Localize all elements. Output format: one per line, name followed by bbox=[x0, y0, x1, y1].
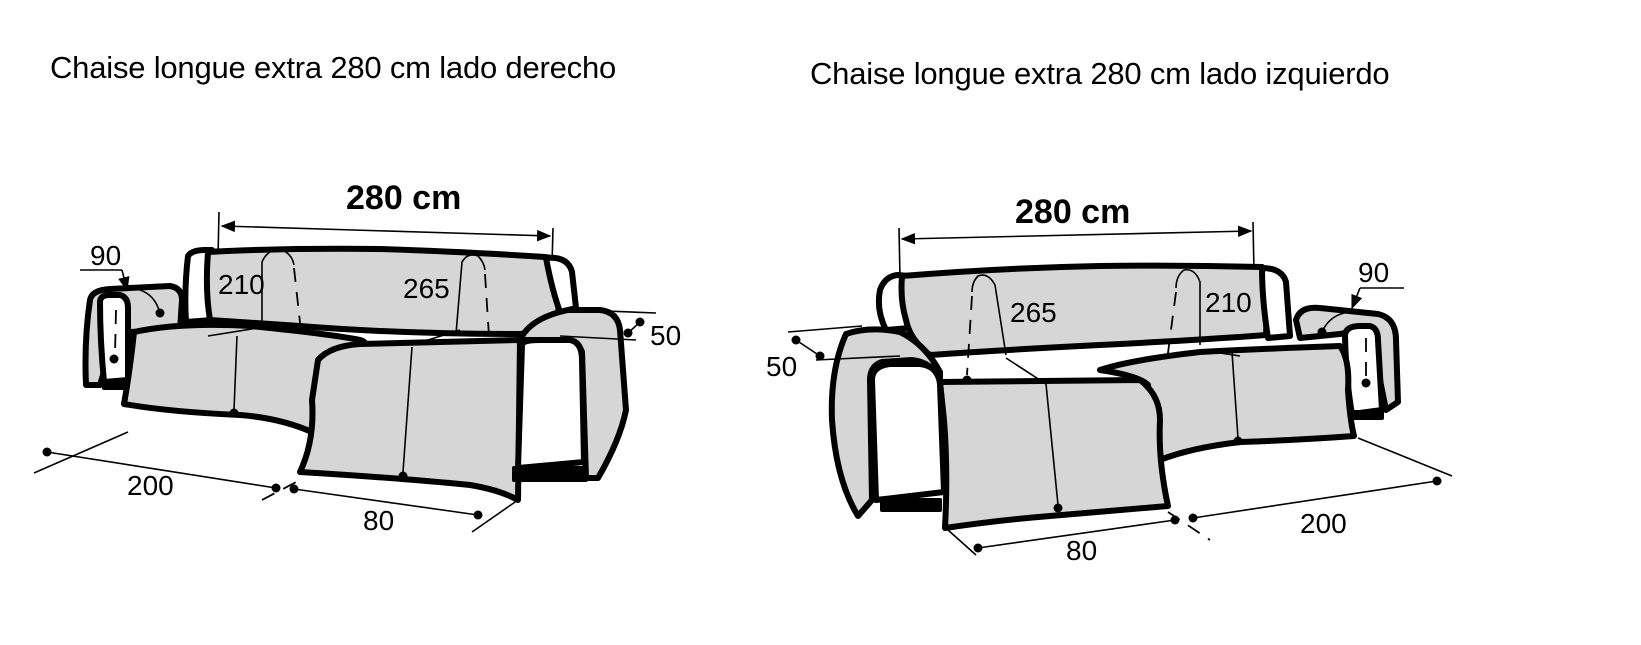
right-seat-length-label: 200 bbox=[1300, 508, 1347, 539]
left-backrest-dash-2 bbox=[484, 273, 491, 353]
left-80-dot-2 bbox=[473, 510, 483, 520]
left-50-ext-2 bbox=[559, 335, 637, 341]
right-chaise-line bbox=[1045, 383, 1059, 506]
right-left-armrest-base bbox=[880, 498, 942, 512]
right-backrest-fold-2 bbox=[1175, 268, 1201, 345]
right-80-ext bbox=[947, 529, 977, 556]
left-chaise-line bbox=[402, 346, 413, 473]
left-sofa-diagram: 280 cm 90 210 265 bbox=[33, 179, 681, 536]
left-armrest-dot bbox=[109, 354, 119, 364]
left-backrest-fold-2 bbox=[455, 254, 486, 335]
right-width-label: 280 cm bbox=[1015, 193, 1130, 231]
left-width-arrow bbox=[220, 220, 552, 242]
left-80-line bbox=[293, 488, 479, 516]
left-200-dot-2 bbox=[271, 483, 281, 493]
right-50-ext-2 bbox=[815, 355, 901, 361]
right-50-ext-1 bbox=[787, 325, 863, 333]
right-width-arrow bbox=[900, 225, 1253, 245]
left-right-armrest-front bbox=[515, 337, 587, 471]
right-200-dot-1 bbox=[1188, 513, 1198, 523]
right-seat-dot bbox=[1233, 436, 1243, 446]
right-backrest-label-265: 265 bbox=[1010, 297, 1057, 328]
right-200-dot-2 bbox=[1432, 476, 1442, 486]
right-armrest-depth-label: 50 bbox=[766, 351, 797, 382]
left-seat-dot bbox=[229, 408, 239, 418]
right-backrest-label-210: 210 bbox=[1205, 287, 1252, 318]
right-armrest-dot bbox=[1361, 378, 1371, 388]
right-200-line bbox=[1192, 480, 1438, 519]
left-backrest-label-210: 210 bbox=[218, 269, 265, 300]
left-200-ext bbox=[33, 431, 129, 474]
left-backrest-fold-1 bbox=[261, 248, 295, 325]
right-chaise-width-label: 80 bbox=[1066, 535, 1097, 566]
right-armrest-dot-2 bbox=[1317, 327, 1327, 337]
left-seat-length-label: 200 bbox=[127, 470, 174, 501]
left-chaise-dot bbox=[398, 471, 408, 481]
right-left-armrest-front bbox=[869, 361, 947, 503]
left-width-label: 280 cm bbox=[346, 179, 461, 217]
right-50-leader bbox=[795, 339, 821, 357]
right-backrest-dash-2 bbox=[1165, 291, 1177, 369]
left-seat-line bbox=[233, 335, 238, 411]
left-armrest-width-label: 90 bbox=[90, 240, 121, 271]
left-armrest-depth-label: 50 bbox=[650, 320, 681, 351]
left-80-ext bbox=[471, 499, 519, 533]
right-seat-fold bbox=[1199, 349, 1241, 357]
left-backrest-label-265: 265 bbox=[403, 273, 450, 304]
right-width-extension-right bbox=[1252, 221, 1255, 273]
right-50-dot-1 bbox=[791, 335, 801, 345]
right-chaise-dot bbox=[1053, 503, 1063, 513]
right-backrest-dash-1 bbox=[966, 295, 973, 376]
left-diagram-title: Chaise longue extra 280 cm lado derecho bbox=[50, 50, 617, 85]
right-armrest-base bbox=[1350, 410, 1384, 420]
left-50-dot-2 bbox=[623, 328, 633, 338]
right-diagram-title: Chaise longue extra 280 cm lado izquierd… bbox=[810, 56, 1390, 91]
left-backrest-dash-1 bbox=[293, 267, 304, 351]
left-chaise-width-label: 80 bbox=[363, 505, 394, 536]
left-200-dot-1 bbox=[42, 447, 52, 457]
right-width-extension-left bbox=[898, 227, 901, 279]
right-chaise-cover bbox=[937, 377, 1171, 531]
left-armrest-dot-2 bbox=[155, 308, 165, 318]
right-back-right-end bbox=[1259, 265, 1293, 341]
left-80-dot-1 bbox=[289, 484, 299, 494]
right-50-dot-2 bbox=[815, 351, 825, 361]
left-50-dot-1 bbox=[635, 317, 645, 327]
left-50-ext-1 bbox=[579, 309, 657, 314]
right-200-ext bbox=[1357, 437, 1453, 477]
left-200-break bbox=[261, 479, 301, 501]
right-seat-line bbox=[1231, 351, 1239, 439]
right-sofa-diagram: 280 cm 265 210 90 bbox=[766, 193, 1453, 566]
right-armrest-width-label: 90 bbox=[1358, 257, 1389, 288]
right-left-armrest-cover bbox=[828, 326, 943, 519]
left-90-arrow bbox=[118, 269, 130, 292]
left-chaise-cover bbox=[297, 337, 523, 503]
left-200-line bbox=[46, 451, 277, 489]
right-chaise-fold bbox=[1005, 357, 1047, 385]
left-armrest-front bbox=[97, 292, 131, 385]
left-seat-fold bbox=[207, 325, 271, 337]
left-armrest-dash bbox=[114, 309, 117, 356]
right-80-dot-1 bbox=[973, 543, 983, 553]
right-80-break bbox=[1167, 511, 1211, 541]
right-80-line bbox=[977, 519, 1176, 549]
right-backrest-fold-1 bbox=[971, 274, 1007, 356]
left-chaise-fold bbox=[411, 329, 461, 346]
right-90-arrow bbox=[1351, 287, 1363, 310]
left-right-armrest-base bbox=[512, 466, 588, 482]
